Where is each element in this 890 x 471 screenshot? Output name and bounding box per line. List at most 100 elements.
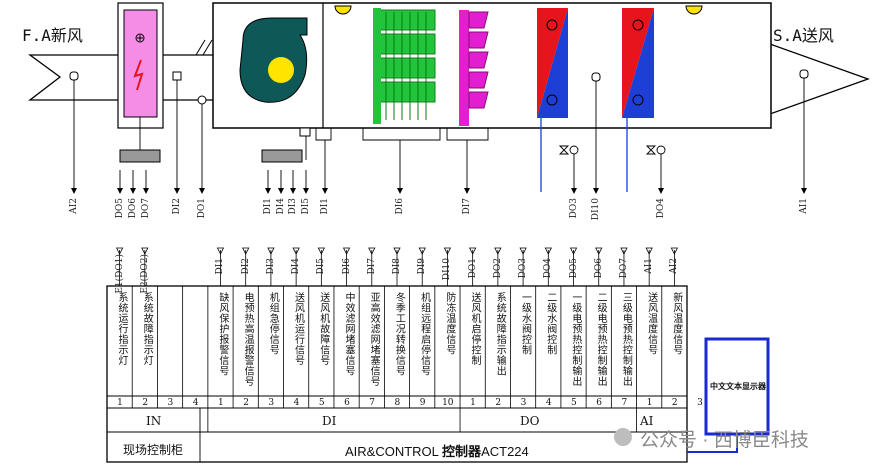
signal-label: 送风机启停控制 [469, 292, 481, 366]
group-in: IN [146, 414, 162, 428]
model-name: 控制器 [442, 444, 482, 459]
controller-tag: DO6 [593, 258, 604, 279]
controller-tag: DI8 [392, 258, 402, 275]
terminal-number: 1 [646, 398, 653, 408]
signal-label: 送风温度信号 [645, 292, 657, 355]
field-tag: DI7 [462, 198, 472, 215]
heater-bolt-icon [133, 59, 144, 91]
controller-tag: DI9 [417, 258, 428, 275]
signal-label: 一级电预热控制输出 [569, 292, 581, 387]
signal-label: 新风温度信号 [670, 292, 682, 355]
signal-label: 系统故障指示输出 [494, 292, 506, 376]
terminal-number: 2 [495, 398, 502, 408]
terminal-number: 6 [596, 398, 602, 408]
group-ai: AI [640, 414, 654, 428]
terminal-number: 1 [470, 398, 476, 408]
field-tag: DI10 [591, 198, 601, 221]
field-tag: DI1 [320, 198, 330, 215]
coil-1 [537, 8, 568, 118]
field-tag: DO5 [115, 198, 125, 219]
fresh-air-label: F.A新风 [22, 26, 83, 45]
field-tag: DO6 [128, 198, 138, 219]
controller-tag: DO1 [467, 258, 478, 279]
terminal-number: 2 [142, 398, 149, 408]
controller-tag: DI1 [215, 258, 226, 275]
supply-air-label: S.A送风 [773, 26, 834, 45]
terminal-number: 4 [545, 398, 552, 408]
signal-label: 缺风保护报警信号 [216, 292, 228, 376]
model-prefix: AIR&CONTROL [345, 444, 439, 459]
terminal-number: 10 [442, 398, 454, 408]
group-di: DI [322, 414, 337, 428]
signal-label: 冬季工况转换信号 [393, 292, 405, 376]
terminal-number: 6 [344, 398, 350, 408]
watermark: 公众号 · 西博臣科技 [640, 430, 809, 451]
field-tag: DI5 [301, 198, 311, 215]
controller-tag: AI1 [644, 258, 655, 274]
field-tag: DI1 [263, 198, 273, 215]
signal-label: 二级水阀控制 [544, 292, 556, 355]
controller-tag: DI2 [240, 258, 251, 275]
terminal-number: 2 [243, 398, 249, 408]
terminal-number: 5 [318, 398, 325, 408]
signal-label: 机组远程启停信号 [418, 292, 430, 376]
supply-air-duct [769, 43, 870, 115]
controller-tag: DI3 [265, 258, 276, 275]
signal-label: 防冻温度信号 [443, 292, 455, 355]
terminal-number: 3 [268, 398, 275, 408]
signal-label: 送风机故障信号 [317, 292, 329, 366]
field-tag: DI2 [172, 198, 182, 215]
controller-tag: DI7 [366, 258, 377, 275]
field-tag: AI1 [799, 198, 809, 214]
controller-tag: DO5 [568, 258, 579, 279]
terminal-number: 3 [520, 398, 527, 408]
controller-tag: DO7 [618, 258, 629, 279]
terminal-number: 2 [671, 398, 678, 408]
coil-2 [622, 8, 654, 118]
terminal-number: 5 [571, 398, 577, 408]
controller-tag: E1(DO1) [114, 254, 125, 294]
group-do: DO [520, 414, 540, 428]
cabinet-label: 现场控制柜 [123, 443, 184, 457]
signal-label: 电预热高温报警信号 [242, 292, 254, 387]
controller-tag: DO2 [492, 258, 503, 279]
terminal-number: 1 [217, 398, 224, 408]
controller-tag: DO3 [518, 258, 529, 279]
field-tag: DO1 [197, 198, 207, 219]
terminal-number: 3 [167, 398, 174, 408]
signal-label: 中效滤网堵塞信号 [342, 292, 354, 376]
controller-model: AIR&CONTROL 控制器ACT224 [345, 441, 529, 460]
signal-label: 系统运行指示灯 [116, 292, 127, 366]
signal-label: 三级电预热控制输出 [620, 292, 632, 387]
high-filter [459, 10, 489, 126]
terminal-number: 8 [394, 398, 401, 408]
terminal-number: 9 [419, 398, 426, 408]
signal-label: 一级水阀控制 [519, 292, 531, 355]
terminal-number: 3 [697, 398, 703, 408]
controller-tag: E2(DO2) [139, 254, 150, 294]
signal-label: 机组急停信号 [267, 292, 279, 355]
display-label: 中文文本显示器 [710, 382, 766, 391]
field-tag: DI3 [288, 198, 298, 215]
controller-tag: DI10 [442, 258, 453, 281]
controller-tag: DI5 [316, 258, 327, 275]
signal-label: 送风机运行信号 [292, 292, 304, 366]
field-tag: DI6 [395, 198, 405, 215]
field-tag: DO7 [141, 198, 151, 219]
terminal-number: 4 [293, 398, 300, 408]
signal-label: 系统故障指示灯 [141, 292, 153, 366]
signal-label: 亚高效滤网堵塞信号 [368, 292, 380, 387]
terminal-number: 4 [192, 398, 199, 408]
terminal-number: 7 [621, 398, 628, 408]
controller-tag: DO4 [543, 258, 554, 279]
field-tag: AI2 [69, 198, 79, 214]
terminal-number: 7 [369, 398, 376, 408]
medium-filter [373, 8, 436, 124]
field-tag: DI4 [276, 198, 286, 215]
controller-tag: AI2 [669, 258, 680, 274]
model-code: ACT224 [481, 444, 529, 459]
signal-label: 二级电预热控制输出 [595, 292, 607, 387]
field-tag: DO4 [656, 198, 666, 219]
field-tag: DO3 [569, 198, 579, 219]
controller-tag: DI4 [291, 258, 302, 275]
